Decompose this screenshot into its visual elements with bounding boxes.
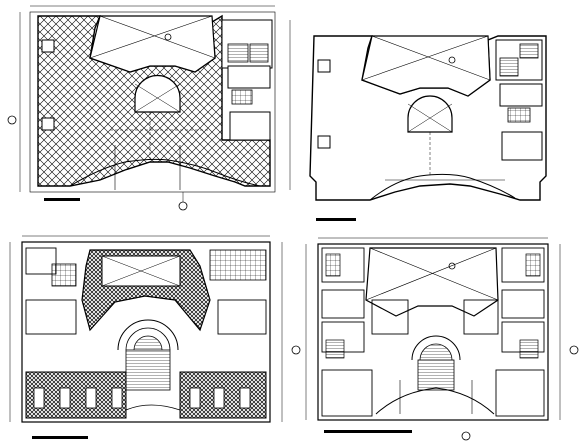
scale-bar [32,436,88,439]
grid-marker-icon [164,33,172,41]
plan-1 [7,5,291,211]
axis-marker-icon [569,345,579,355]
scale-bar [316,218,356,221]
grid-marker-icon [448,56,456,64]
axis-marker-icon [178,201,188,211]
plan-2 [309,35,547,221]
axis-marker-icon [291,345,301,355]
scale-bar [324,430,412,433]
grid-marker-icon [448,262,456,270]
arched-room [134,74,181,113]
plan-3 [9,235,283,439]
scale-bar [44,198,80,201]
axis-marker-icon [7,115,17,125]
axis-marker-icon [461,431,471,441]
plan-4 [291,237,579,441]
